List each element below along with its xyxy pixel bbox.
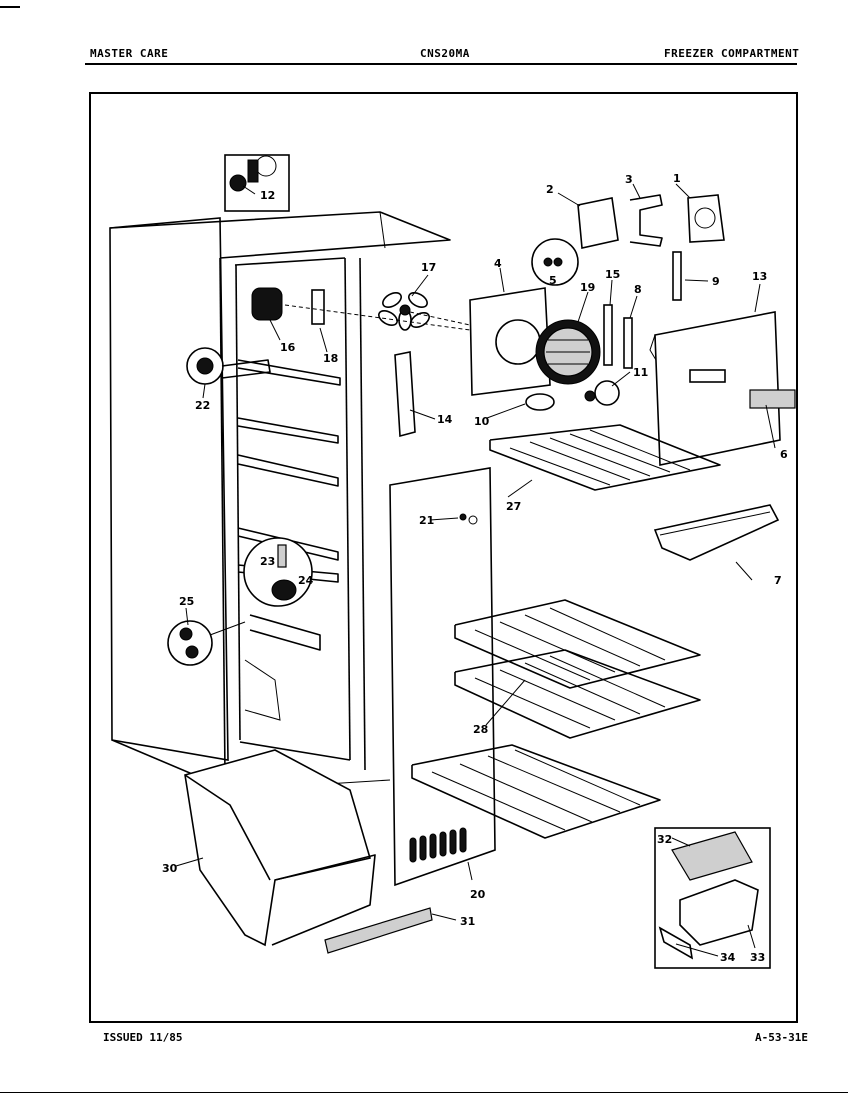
trim-strips (603, 251, 682, 369)
callout-13: 13 (752, 270, 767, 283)
callout-19: 19 (580, 281, 595, 294)
callout-9: 9 (712, 275, 720, 288)
callout-6: 6 (780, 448, 788, 461)
tray-part-7 (653, 504, 780, 561)
callout-3: 3 (625, 173, 633, 186)
callout-2: 2 (546, 183, 554, 196)
fan-blade-part-17 (378, 291, 471, 331)
inset-ice-tray (654, 827, 771, 969)
callout-11: 11 (633, 366, 648, 379)
fan-bracket-part-4 (469, 287, 601, 396)
knob-part-22 (186, 347, 271, 385)
header-model: CNS20MA (420, 47, 470, 60)
diagram-frame (89, 92, 798, 1023)
callout-15: 15 (605, 268, 620, 281)
callout-4: 4 (494, 257, 502, 270)
shelves-part-28 (411, 599, 701, 839)
callout-22: 22 (195, 399, 210, 412)
callout-21: 21 (419, 514, 434, 527)
callout-34: 34 (720, 951, 736, 964)
header-section: FREEZER COMPARTMENT (664, 47, 800, 60)
footer-code: A-53-31E (755, 1031, 808, 1044)
callout-1: 1 (673, 172, 681, 185)
callout-18: 18 (323, 352, 338, 365)
shelf-part-27 (489, 424, 721, 491)
callout-16: 16 (280, 341, 296, 354)
detail-circle-25 (167, 620, 246, 666)
callout-33: 33 (750, 951, 765, 964)
footer-rule (0, 1092, 848, 1093)
callout-12: 12 (260, 189, 275, 202)
evaporator-cover-part-13 (649, 311, 796, 466)
detail-circle-part-5 (531, 238, 579, 286)
part-callouts: 1 2 3 4 5 6 7 8 9 10 11 12 13 14 15 16 1… (162, 172, 788, 964)
bracket-part-14 (394, 351, 416, 438)
callout-24: 24 (298, 574, 314, 587)
header-brand: MASTER CARE (90, 47, 169, 60)
strip-part-31 (324, 907, 433, 954)
callout-28: 28 (473, 723, 488, 736)
callout-30: 30 (162, 862, 178, 875)
callout-10: 10 (474, 415, 490, 428)
callout-25: 25 (179, 595, 194, 608)
lamp-parts (525, 380, 620, 411)
callout-8: 8 (634, 283, 642, 296)
callout-14: 14 (437, 413, 453, 426)
leader-lines (175, 183, 776, 957)
header-rule (85, 63, 797, 65)
back-panel-part-20 (389, 467, 496, 887)
corner-mark (0, 6, 20, 8)
bin-part-30 (184, 749, 376, 947)
wall-parts-16-18 (251, 287, 471, 331)
top-controls (577, 194, 725, 249)
callout-27: 27 (506, 500, 521, 513)
callout-23: 23 (260, 555, 275, 568)
detail-circle-23-24 (243, 537, 313, 607)
callout-5: 5 (549, 274, 557, 287)
callout-31: 31 (460, 915, 475, 928)
inset-part-12 (224, 154, 290, 212)
callout-20: 20 (470, 888, 486, 901)
callout-17: 17 (421, 261, 436, 274)
callout-7: 7 (774, 574, 782, 587)
footer-issued: ISSUED 11/85 (103, 1031, 183, 1044)
callout-32: 32 (657, 833, 672, 846)
